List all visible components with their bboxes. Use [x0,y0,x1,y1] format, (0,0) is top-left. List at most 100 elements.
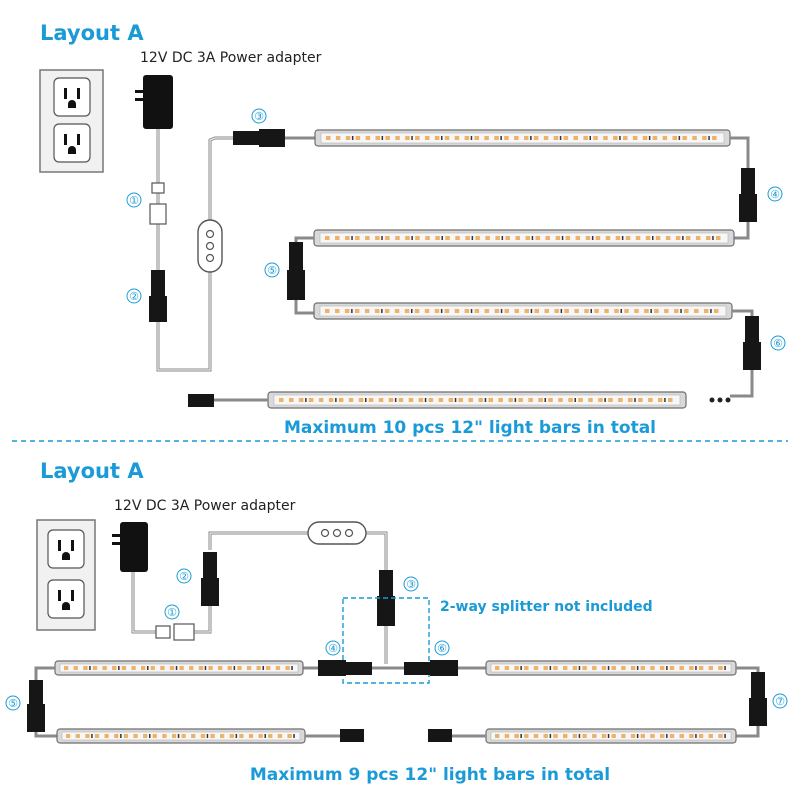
top-light-bar-1 [314,129,731,147]
top-connector-2 [149,270,167,322]
led-chip [574,309,579,313]
led-chip [505,236,510,240]
led-chip [256,666,261,670]
led-chip [611,666,616,670]
led-chip [669,666,675,670]
bottom-dimmer-switch[interactable] [307,521,367,545]
led-chip [434,309,440,313]
led-chip [679,734,684,738]
led-chip [405,136,410,140]
bottom-marker-1: ① [164,604,180,620]
resistor-mark [351,136,354,140]
led-chip [375,136,380,140]
led-chip [405,236,410,240]
led-chip [553,136,559,140]
led-chip [335,136,341,140]
top-cable-right-2 [730,309,754,398]
resistor-mark [531,236,534,240]
led-chip [191,734,196,738]
resistor-mark [650,309,652,313]
resistor-mark [441,236,443,240]
led-chip [716,236,721,240]
led-chip [565,236,571,240]
resistor-mark [441,136,443,140]
top-dimmer-switch[interactable] [197,219,223,273]
top-layout-title: Layout A [40,21,144,45]
led-chip [514,136,519,140]
led-chip [348,398,354,402]
svg-text:⑥: ⑥ [773,337,783,350]
svg-text:⑦: ⑦ [775,695,785,708]
resistor-mark [91,734,93,738]
resistor-mark [351,236,353,240]
top-wall-outlet [39,69,104,173]
led-chip [198,666,204,670]
led-chip [478,398,483,402]
led-chip [64,666,69,670]
led-chip [398,398,404,402]
led-chip [582,734,587,738]
led-chip [664,309,669,313]
bottom-layout-title: Layout A [40,459,144,483]
led-chip [514,734,519,738]
resistor-mark [500,136,502,140]
top-marker-3: ③ [251,108,267,124]
svg-text:④: ④ [328,642,338,655]
resistor-mark [470,309,473,313]
led-chip [484,136,489,140]
resistor-mark [470,136,473,140]
bottom-light-bar-upper-right [485,660,737,676]
bottom-light-bar-lower-left [56,728,306,744]
bottom-end-connector-left [340,729,364,742]
resistor-mark [262,666,264,670]
top-cable-right-1 [730,136,750,240]
resistor-mark [607,666,610,670]
led-chip [102,666,107,670]
top-end-connector [188,394,214,407]
led-chip [595,236,601,240]
led-chip [169,666,175,670]
led-chip [563,666,568,670]
resistor-mark [147,666,149,670]
led-chip [601,734,607,738]
resistor-mark [591,236,594,240]
led-chip [179,666,184,670]
led-chip [277,734,283,738]
resistor-mark [590,309,592,313]
led-chip [524,666,529,670]
resistor-mark [411,236,413,240]
led-chip [468,398,473,402]
led-chip [414,309,420,313]
led-chip [285,666,290,670]
led-chip [325,309,330,313]
led-chip [368,398,374,402]
resistor-mark [293,734,295,738]
led-chip [572,666,578,670]
led-chip [298,398,304,402]
led-chip [645,236,651,240]
resistor-mark [351,309,353,313]
led-chip [66,734,71,738]
bottom-connector-4 [318,660,372,676]
resistor-mark [291,666,293,670]
led-chip [558,398,563,402]
led-chip [474,136,479,140]
resistor-mark [305,398,307,402]
led-chip [603,136,608,140]
led-chip [494,136,499,140]
led-chip [485,236,490,240]
led-chip [708,666,713,670]
led-chip [318,398,324,402]
resistor-mark [682,236,684,240]
led-chip [374,309,380,313]
bottom-adapter-label: 12V DC 3A Power adapter [114,498,296,514]
led-chip [458,398,463,402]
led-chip [621,734,626,738]
led-chip [714,309,719,313]
resistor-mark [264,734,266,738]
led-chip [698,666,704,670]
led-chip [692,136,697,140]
led-chip [94,734,100,738]
resistor-mark [574,398,576,402]
led-chip [642,136,648,140]
